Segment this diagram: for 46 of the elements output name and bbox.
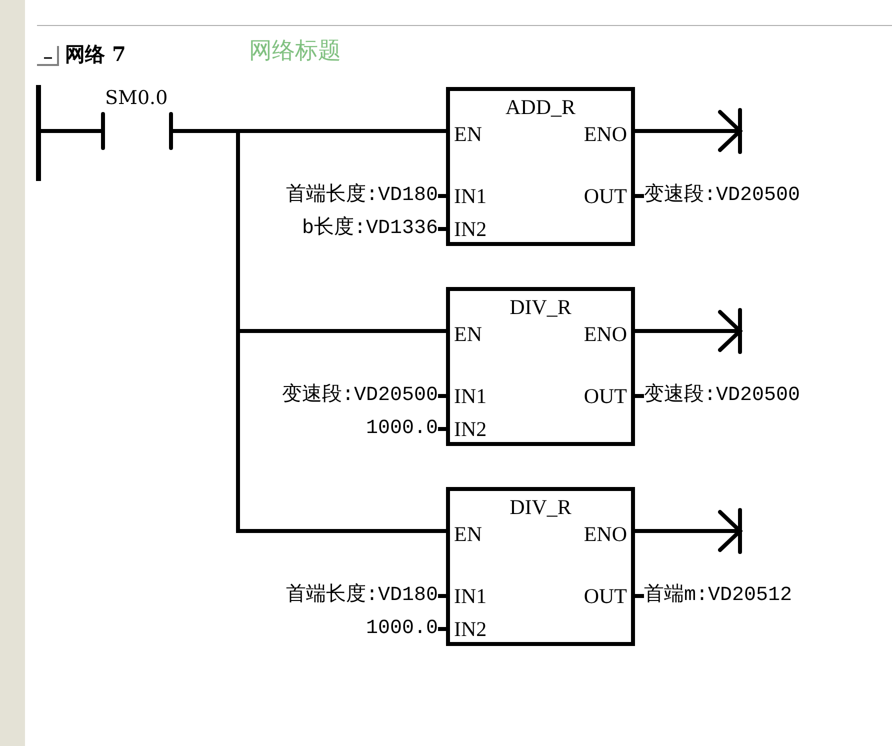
wire: [635, 594, 644, 598]
pin-label: ENO: [584, 522, 627, 546]
operand-label: 1000.0: [366, 617, 438, 641]
wire: [438, 627, 446, 631]
operand-label: 1000.0: [366, 417, 438, 441]
pin-label: EN: [454, 122, 482, 146]
pin-label: IN2: [454, 617, 487, 641]
wire: [438, 427, 446, 431]
pin-label: ENO: [584, 322, 627, 346]
pin-label: IN2: [454, 417, 487, 441]
pin-label: EN: [454, 322, 482, 346]
operand-label: b长度:VD1336: [302, 217, 438, 241]
wire: [41, 129, 101, 133]
function-block: [446, 87, 635, 246]
pin-label: IN1: [454, 184, 487, 208]
function-block: [446, 487, 635, 646]
wire: [438, 594, 446, 598]
function-block: [446, 287, 635, 446]
power-rail: [36, 85, 41, 181]
operand-label: 首端m:VD20512: [644, 584, 792, 608]
pin-label: OUT: [584, 184, 627, 208]
contact-symbol: [101, 88, 173, 150]
pin-label: OUT: [584, 584, 627, 608]
pin-label: ENO: [584, 122, 627, 146]
network-title: 网络标题: [249, 38, 341, 66]
pin-label: IN1: [454, 584, 487, 608]
block-title: DIV_R: [508, 295, 572, 319]
operand-label: 首端长度:VD180: [286, 184, 438, 208]
pin-label: IN2: [454, 217, 487, 241]
wire: [635, 394, 644, 398]
pin-label: EN: [454, 522, 482, 546]
wire: [438, 194, 446, 198]
block-title: DIV_R: [508, 495, 572, 519]
wire: [438, 394, 446, 398]
wire: [635, 194, 644, 198]
wire: [173, 129, 446, 533]
operand-label: 变速段:VD20500: [644, 184, 800, 208]
wire: [438, 227, 446, 231]
operand-label: 首端长度:VD180: [286, 584, 438, 608]
block-title: ADD_R: [504, 95, 576, 119]
pin-label: OUT: [584, 384, 627, 408]
operand-label: 变速段:VD20500: [282, 384, 438, 408]
pin-label: IN1: [454, 384, 487, 408]
operand-label: 变速段:VD20500: [644, 384, 800, 408]
network-number: 网络 7: [65, 42, 126, 66]
contact-address: SM0.0: [105, 86, 168, 110]
